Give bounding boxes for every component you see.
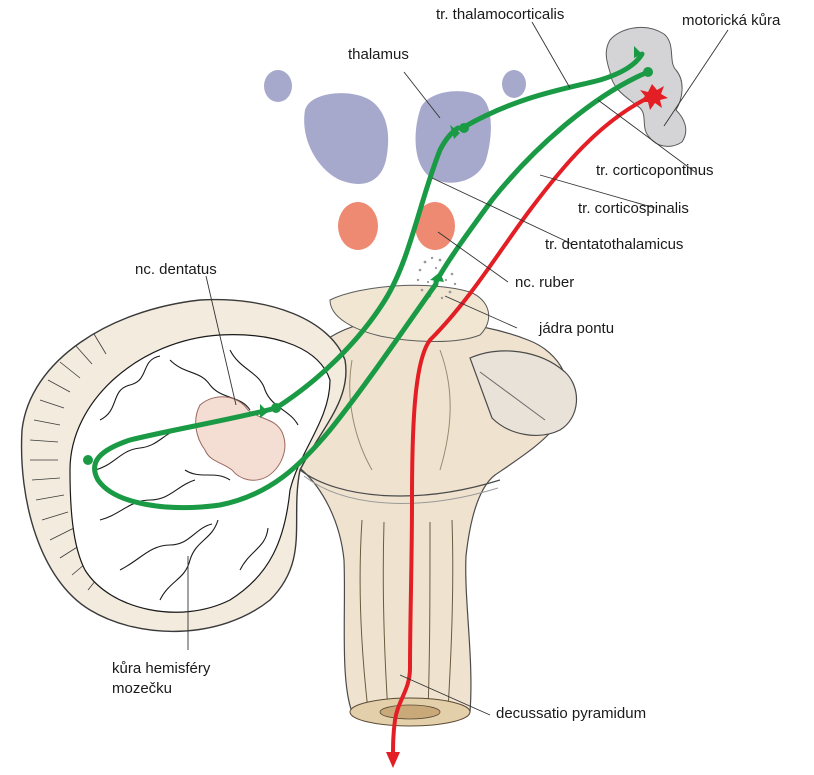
label-corticopontinus: tr. corticopontinus — [596, 162, 714, 179]
label-corticospinalis: tr. corticospinalis — [578, 200, 689, 217]
label-dentatothalamicus: tr. dentatothalamicus — [545, 236, 683, 253]
label-dentatus: nc. dentatus — [135, 261, 217, 278]
label-motor-cortex: motorická kůra — [682, 12, 780, 29]
label-cerebellar-cortex-1: kůra hemisféry — [112, 660, 210, 677]
label-thalamus: thalamus — [348, 46, 409, 63]
label-cerebellar-cortex-2: mozečku — [112, 680, 172, 697]
thalamus — [264, 70, 526, 184]
red-nucleus — [338, 202, 455, 250]
label-decussation: decussatio pyramidum — [496, 705, 646, 722]
label-pontine-nuclei: jádra pontu — [539, 320, 614, 337]
label-thalamocorticalis: tr. thalamocorticalis — [436, 6, 564, 23]
label-ruber: nc. ruber — [515, 274, 574, 291]
